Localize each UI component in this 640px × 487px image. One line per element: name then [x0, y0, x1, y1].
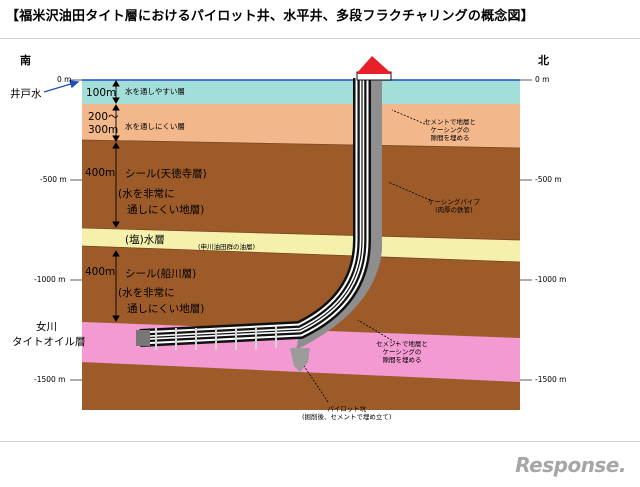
depth-1000-right: -1000 m [535, 275, 567, 284]
response-logo: Response. [515, 453, 626, 477]
depth-0-right: 0 m [535, 75, 550, 84]
seal-tentokuji-desc-1: (水を非常に [118, 188, 175, 200]
seal-funakawa-desc-1: (水を非常に [118, 287, 175, 299]
seal-funakawa-desc-2: 通しにくい地層) [127, 303, 205, 315]
seal-tentokuji-desc-2: 通しにくい地層) [127, 204, 205, 216]
well-water-label: 井戸水 [10, 88, 42, 100]
brine-note-label: (申川油田群の油層) [198, 243, 256, 251]
thickness-100m: 100m [86, 87, 117, 99]
diagram-frame [0, 38, 640, 442]
page-title: 【福米沢油田タイト層におけるパイロット井、水平井、多段フラクチャリングの概念図】 [6, 9, 534, 24]
thickness-400m-lower: 400m [85, 266, 116, 278]
thickness-400m-upper: 400m [85, 167, 116, 179]
depth-500-right: -500 m [535, 175, 562, 184]
less-permeable-layer [82, 104, 520, 148]
depth-0-left: 0 m [57, 75, 72, 84]
thickness-200-line1: 200～ [88, 111, 119, 123]
seal-funakawa-label: シール(船川層) [125, 268, 197, 280]
right-depth-markers [520, 79, 532, 381]
depth-500-left: -500 m [40, 175, 67, 184]
north-label: 北 [538, 54, 549, 67]
onagawa-label-2: タイトオイル層 [12, 336, 86, 348]
well-head [356, 56, 392, 81]
annotation-leaders [303, 109, 431, 403]
cement-annotation-bottom: セメントで地層と ケーシングの 隙間を埋める [376, 340, 428, 364]
left-depth-markers [70, 79, 82, 381]
seal-tentokuji-label: シール(天徳寺層) [125, 168, 207, 180]
casing-annotation: ケーシングパイプ (肉厚の鉄管) [428, 198, 480, 214]
south-label: 南 [20, 54, 31, 67]
thickness-brackets [112, 80, 120, 322]
pilot-hole [290, 348, 310, 372]
well-pipe [136, 78, 371, 347]
thickness-200-line2: 300m [88, 124, 119, 136]
permeable-layer-label: 水を通しやすい層 [125, 87, 185, 96]
depth-1500-left: -1500 m [34, 375, 66, 384]
well-water-arrow [43, 80, 80, 93]
frac-stages [155, 326, 277, 350]
brine-layer [82, 228, 520, 262]
cement-annotation-top: セメントで地層と ケーシングの 隙間を埋める [424, 118, 476, 142]
depth-1000-left: -1000 m [34, 275, 66, 284]
onagawa-label-1: 女川 [36, 321, 57, 333]
pilot-hole-annotation: パイロット坑 (掘削後、セメントで埋め立て) [302, 405, 392, 421]
water-layer [82, 80, 520, 104]
less-permeable-layer-label: 水を通しにくい層 [125, 122, 185, 131]
brine-layer-label: (塩)水層 [125, 234, 165, 246]
seal-tentokuji-layer [82, 140, 520, 240]
depth-1500-right: -1500 m [535, 375, 567, 384]
